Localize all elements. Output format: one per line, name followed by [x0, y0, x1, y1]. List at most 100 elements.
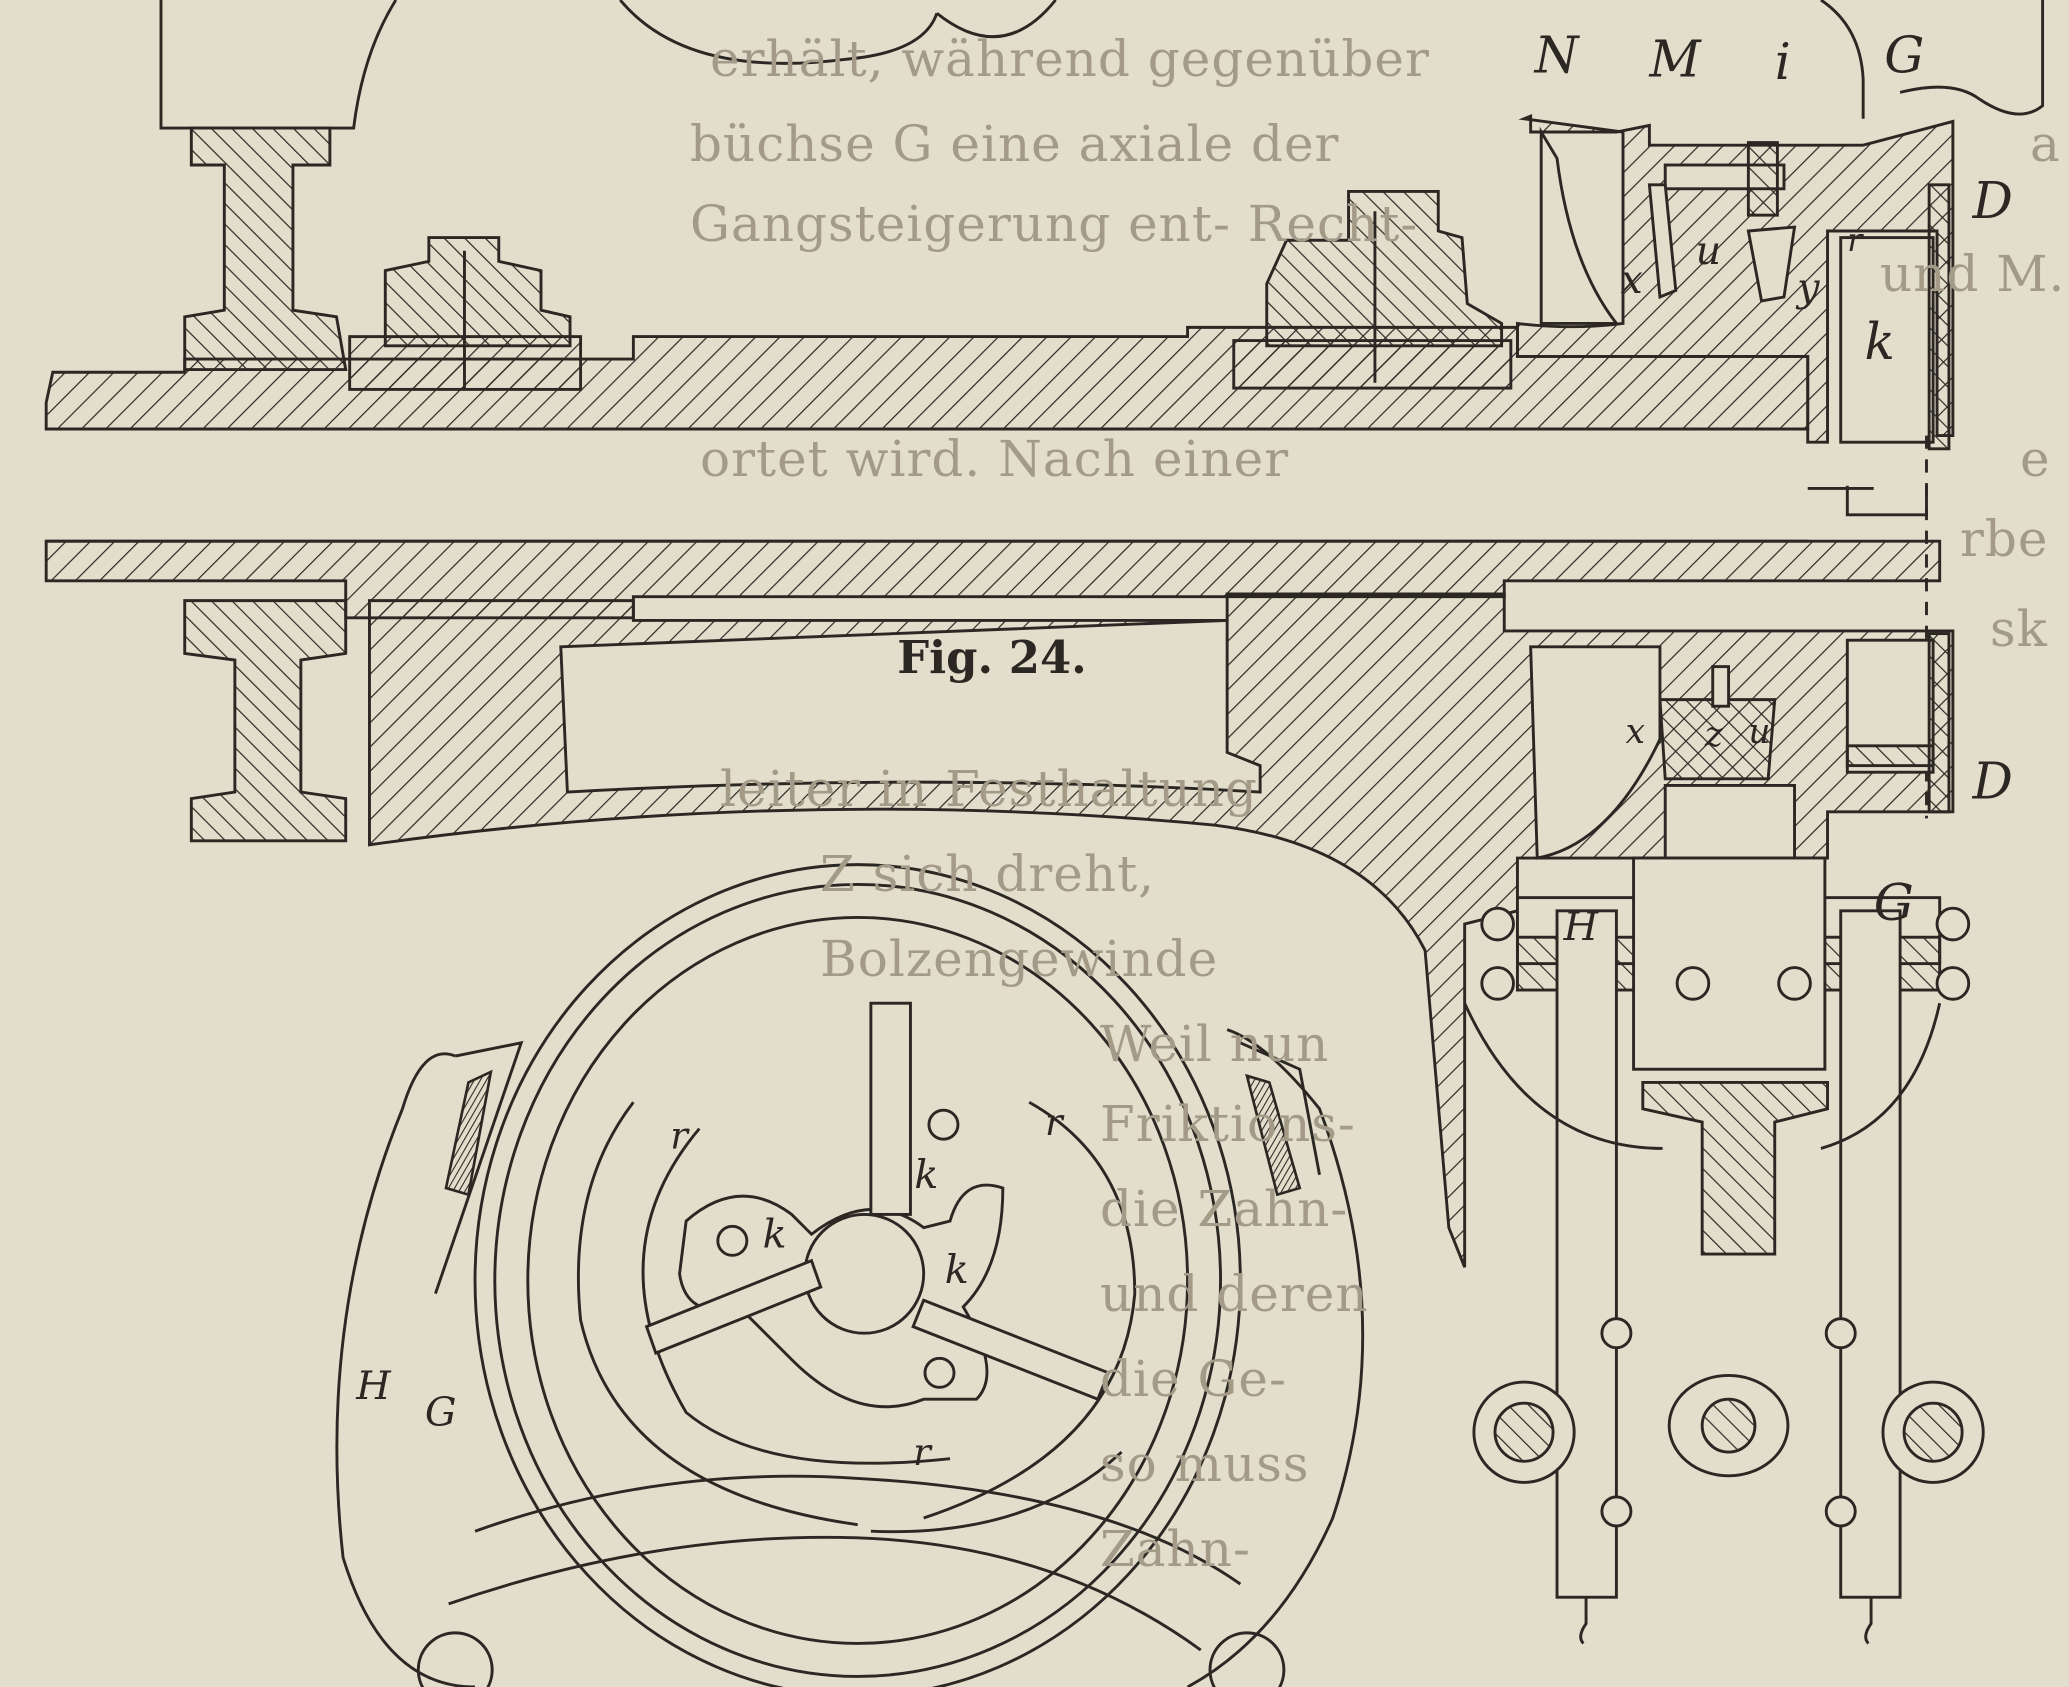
spiral-ring-d [870, 1450, 1123, 1534]
casing-cavity [1539, 126, 1620, 325]
rod-right [1902, 1401, 1964, 1463]
ghost-text-line: rbe [1960, 510, 2049, 568]
center-boss [1641, 1080, 1829, 1256]
spiral-ring-a [576, 1101, 858, 1527]
ghost-text-line: sk [1990, 600, 2048, 658]
label-k-top: k [1864, 312, 1894, 371]
chuck-ring-3 [526, 915, 1190, 1645]
label-M: M [1648, 30, 1702, 89]
chuck-lug-right [1239, 1041, 1321, 1176]
label-z-low: z [1704, 715, 1724, 755]
chuck-lug-left [434, 1040, 524, 1295]
ghost-text-line: Bolzengewinde [820, 930, 1219, 988]
label-k-chuck-right: k [945, 1247, 969, 1293]
ghost-text-line: und M. [1880, 245, 2066, 303]
base-boss-left [416, 1631, 494, 1687]
hook-left [1579, 1597, 1588, 1645]
label-H-left: H [355, 1363, 392, 1409]
spindle-bore [46, 427, 1808, 543]
label-x-top: x [1620, 257, 1642, 303]
jaw-slot-left [644, 1258, 823, 1355]
left-pulley-hub [383, 236, 572, 348]
chuck-center-bore [803, 1212, 926, 1335]
bolt-nut [1675, 966, 1711, 1001]
bolt-nut [1824, 1317, 1857, 1350]
ghost-text-line: Friktions- [1100, 1095, 1356, 1153]
friction-pad-left [444, 1069, 493, 1197]
right-flange-bottom [1927, 632, 1951, 814]
bolt-nut [1935, 966, 1971, 1001]
ghost-text-line: Z sich dreht, [820, 845, 1156, 903]
label-x-low: x [1626, 712, 1645, 752]
right-casing-block [1515, 114, 1955, 444]
ghost-text-line: so muss [1100, 1435, 1310, 1493]
left-gear-bottom [183, 599, 348, 843]
wedge-x [1647, 183, 1678, 300]
label-D-low: D [1972, 752, 2013, 811]
ghost-text-line: und deren [1100, 1265, 1369, 1323]
chuck-ring-2 [493, 882, 1223, 1678]
lower-housing-curve [448, 1474, 1242, 1652]
ghost-text-line: Gangsteigerung ent- Recht- [690, 195, 1419, 253]
ghost-text-line: erhält, während gegenüber [710, 30, 1430, 88]
friction-pad-right [1245, 1073, 1302, 1197]
left-gear-top [183, 126, 348, 372]
label-u-top: u [1696, 228, 1721, 274]
label-u-low: u [1748, 712, 1770, 752]
right-flange-top [1927, 183, 1951, 451]
spindle-lower-wall [44, 539, 1942, 620]
base-boss-right [1208, 1631, 1286, 1687]
hook-right [1864, 1597, 1873, 1645]
spiral-ring-b [641, 1127, 951, 1465]
thread-detail [1807, 485, 1928, 517]
ghost-text-line: Zahn- [1100, 1520, 1251, 1578]
ghost-text-line: a [2030, 115, 2061, 173]
lower-housing-cavity [559, 618, 1262, 794]
spiral-ring-c [923, 1100, 1137, 1520]
ghost-text-line: e [2020, 430, 2051, 488]
ghost-text-line: die Zahn- [1100, 1180, 1349, 1238]
ghost-text-line: die Ge- [1100, 1350, 1287, 1408]
label-k-chuck-left: k [763, 1211, 787, 1257]
central-hub-collar [1232, 339, 1513, 390]
label-r-top: r [1847, 223, 1864, 259]
left-hub-collar [348, 335, 583, 391]
chuck-outer-ring [473, 863, 1242, 1687]
jaw-slot-top [869, 1001, 912, 1216]
upper-ellipse-part [619, 0, 1057, 65]
nut-u [1746, 141, 1779, 217]
label-G-top: G [1884, 26, 1924, 85]
rod-left [1493, 1401, 1555, 1463]
pinion-stud [1711, 665, 1731, 708]
label-y-top: y [1795, 265, 1820, 311]
ghost-text-line: leiter in Festhaltung [720, 760, 1258, 818]
chuck-housing-outline [335, 1028, 1365, 1687]
label-G-low: G [1874, 873, 1914, 932]
hanger-right [1839, 909, 1902, 1599]
lower-gear-block [1663, 783, 1796, 860]
upper-right-casing [1820, 0, 2045, 119]
label-i: i [1775, 32, 1791, 91]
upper-casing-outline [159, 0, 398, 130]
label-r-chuck-bottom: r [913, 1431, 933, 1474]
ghost-text-line: büchse G eine axiale der [690, 115, 1340, 173]
key-k-space [1839, 236, 1935, 444]
bolt-nut [1480, 966, 1515, 1001]
label-N: N [1534, 26, 1581, 85]
center-column [1632, 856, 1827, 1071]
label-k-chuck-top: k [914, 1152, 938, 1198]
label-G-left: G [425, 1390, 457, 1436]
wedge-y [1746, 225, 1797, 303]
curved-arm [1463, 1002, 1942, 1150]
label-D-top: D [1972, 171, 2013, 230]
hanger-left [1555, 909, 1618, 1599]
lower-key [1845, 744, 1935, 768]
bolt-nut [1600, 1317, 1633, 1350]
center-shaft [1700, 1397, 1757, 1454]
jaw-pin [923, 1356, 956, 1389]
label-r-chuck-right: r [1045, 1101, 1065, 1144]
label-H-low: H [1563, 904, 1600, 950]
bolt-nut [1600, 1495, 1633, 1528]
figure-caption: Fig. 24. [897, 631, 1087, 684]
